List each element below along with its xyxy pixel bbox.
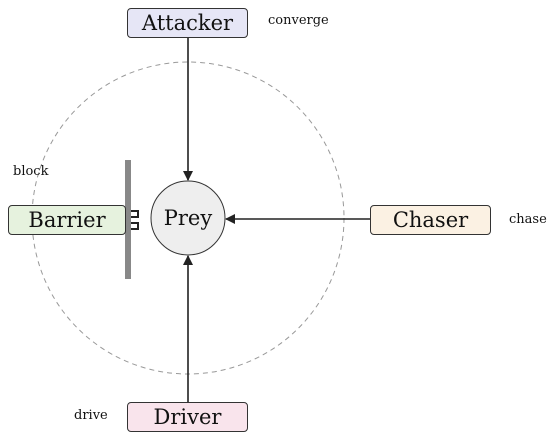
chaser-label: Chaser [392,208,469,232]
role-block: block [13,164,49,179]
driver-label: Driver [153,405,222,429]
attacker-label: Attacker [141,11,234,35]
role-converge: converge [268,13,329,28]
prey-label: Prey [163,206,213,230]
barrier-node: Barrier [8,205,126,235]
barrier-bracket-lower [131,222,139,230]
driver-node: Driver [127,402,248,432]
chaser-node: Chaser [370,205,491,235]
role-drive: drive [74,408,108,423]
attacker-node: Attacker [127,8,248,38]
barrier-wall [125,160,131,279]
barrier-label: Barrier [28,208,106,232]
barrier-bracket-upper [131,210,139,218]
role-chase: chase [509,212,547,227]
